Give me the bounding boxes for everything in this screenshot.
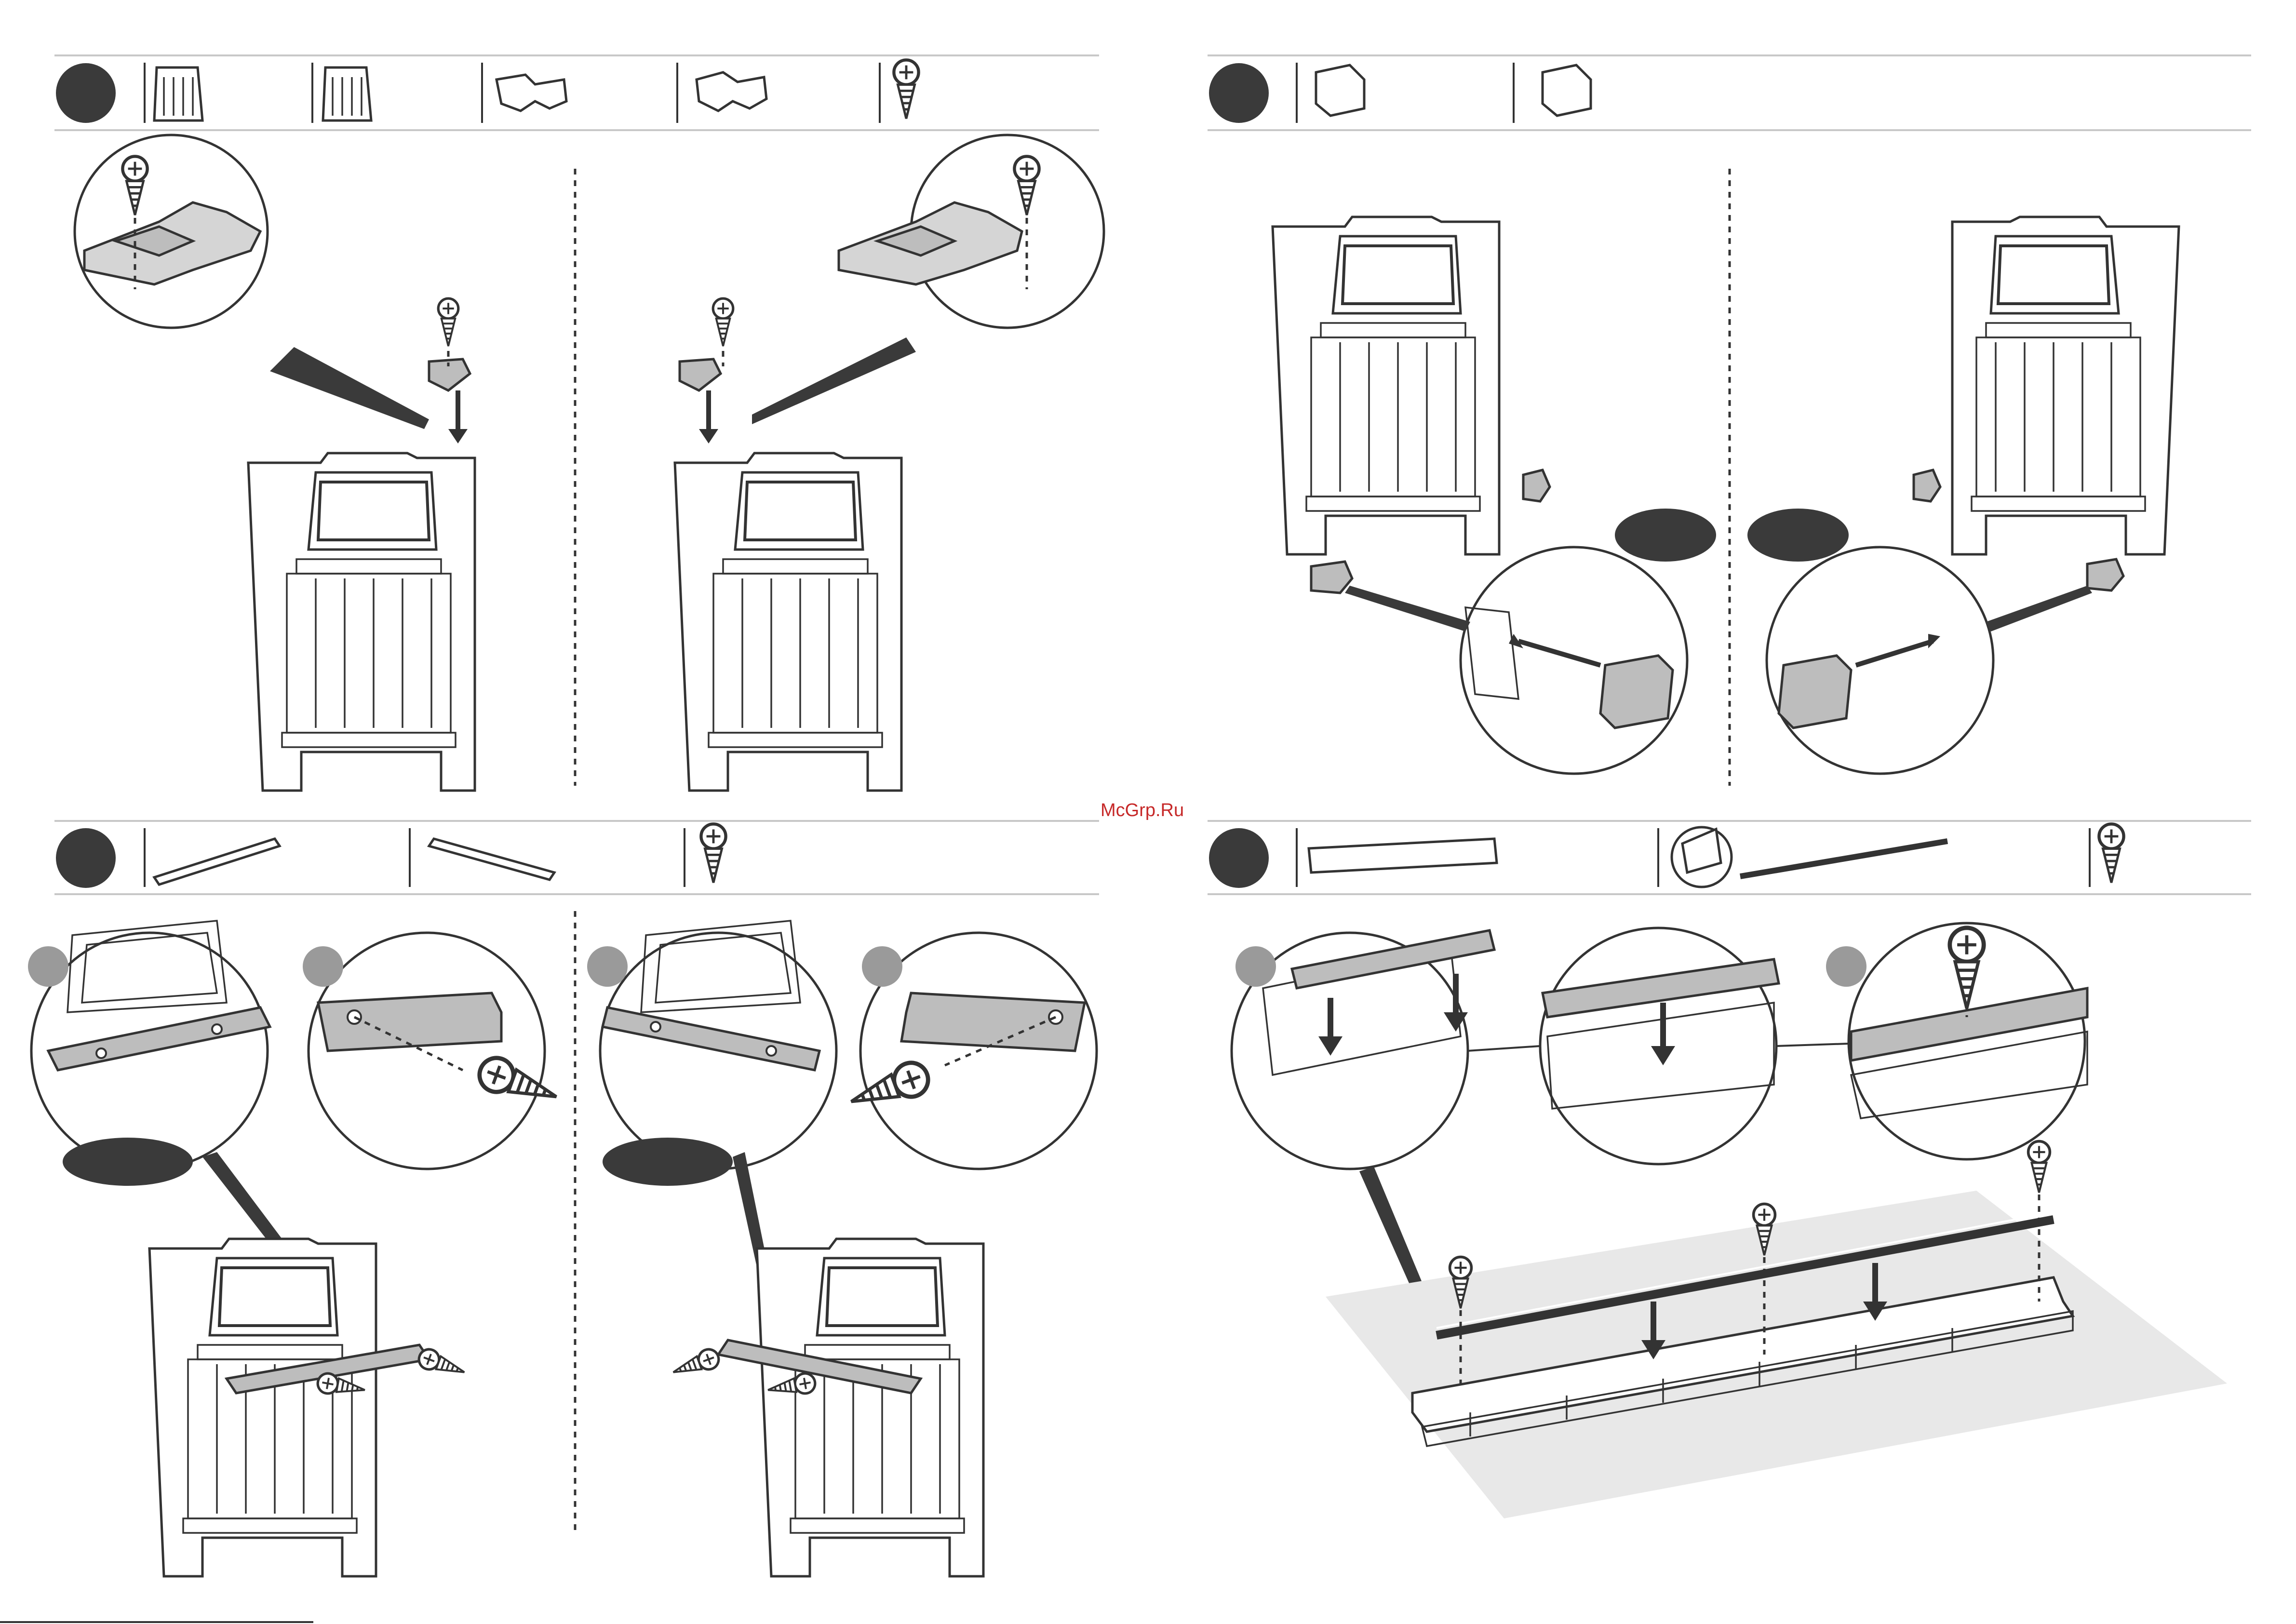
- side-panel-b-icon: [323, 67, 371, 121]
- support-rail-right-icon: [429, 839, 554, 880]
- corner-bracket-right-icon: [697, 72, 766, 111]
- sub-step-badge: [28, 946, 68, 987]
- callout-marker: [63, 1138, 193, 1186]
- callout-marker: [1615, 509, 1716, 562]
- step2-header: [1208, 55, 2251, 130]
- corner-block-right-icon: [1543, 65, 1591, 116]
- step2-badge: [1209, 63, 1269, 123]
- corner-bracket-left-icon: [497, 75, 566, 111]
- step3-badge: [56, 828, 116, 888]
- zoom-callout: [1767, 547, 1993, 774]
- side-panel-a-icon: [154, 67, 202, 121]
- step1-badge: [56, 63, 116, 123]
- step3-left-figure: [28, 921, 562, 1576]
- sub-step-badge: [303, 946, 343, 987]
- screw-icon: [894, 60, 918, 119]
- sub-step-badge: [1235, 946, 1276, 987]
- step1-left-figure: [75, 135, 475, 791]
- metal-rod-icon: [1740, 841, 1947, 876]
- watermark: McGrp.Ru: [1101, 800, 1184, 821]
- step4-header: [1208, 821, 2251, 894]
- sub-step-badge: [587, 946, 628, 987]
- sub-step-badge: [862, 946, 902, 987]
- step1-header: [54, 55, 1099, 130]
- step3-header: [54, 821, 1099, 894]
- callout-marker: [603, 1138, 733, 1186]
- step1-right-figure: [675, 135, 1104, 791]
- step2-left-figure: [1273, 217, 1716, 774]
- support-rail-left-icon: [154, 839, 280, 885]
- screw-icon: [2099, 824, 2123, 883]
- corner-block-left-icon: [1316, 65, 1364, 116]
- screw-icon: [701, 824, 725, 883]
- callout-marker: [1747, 509, 1849, 562]
- step4-figure: [1232, 923, 2227, 1518]
- sub-step-badge: [1826, 946, 1866, 987]
- step4-badge: [1209, 828, 1269, 888]
- step3-right-figure: [587, 921, 1097, 1576]
- step2-right-figure: [1747, 217, 2179, 774]
- slotted-base-rail-icon: [1309, 839, 1497, 872]
